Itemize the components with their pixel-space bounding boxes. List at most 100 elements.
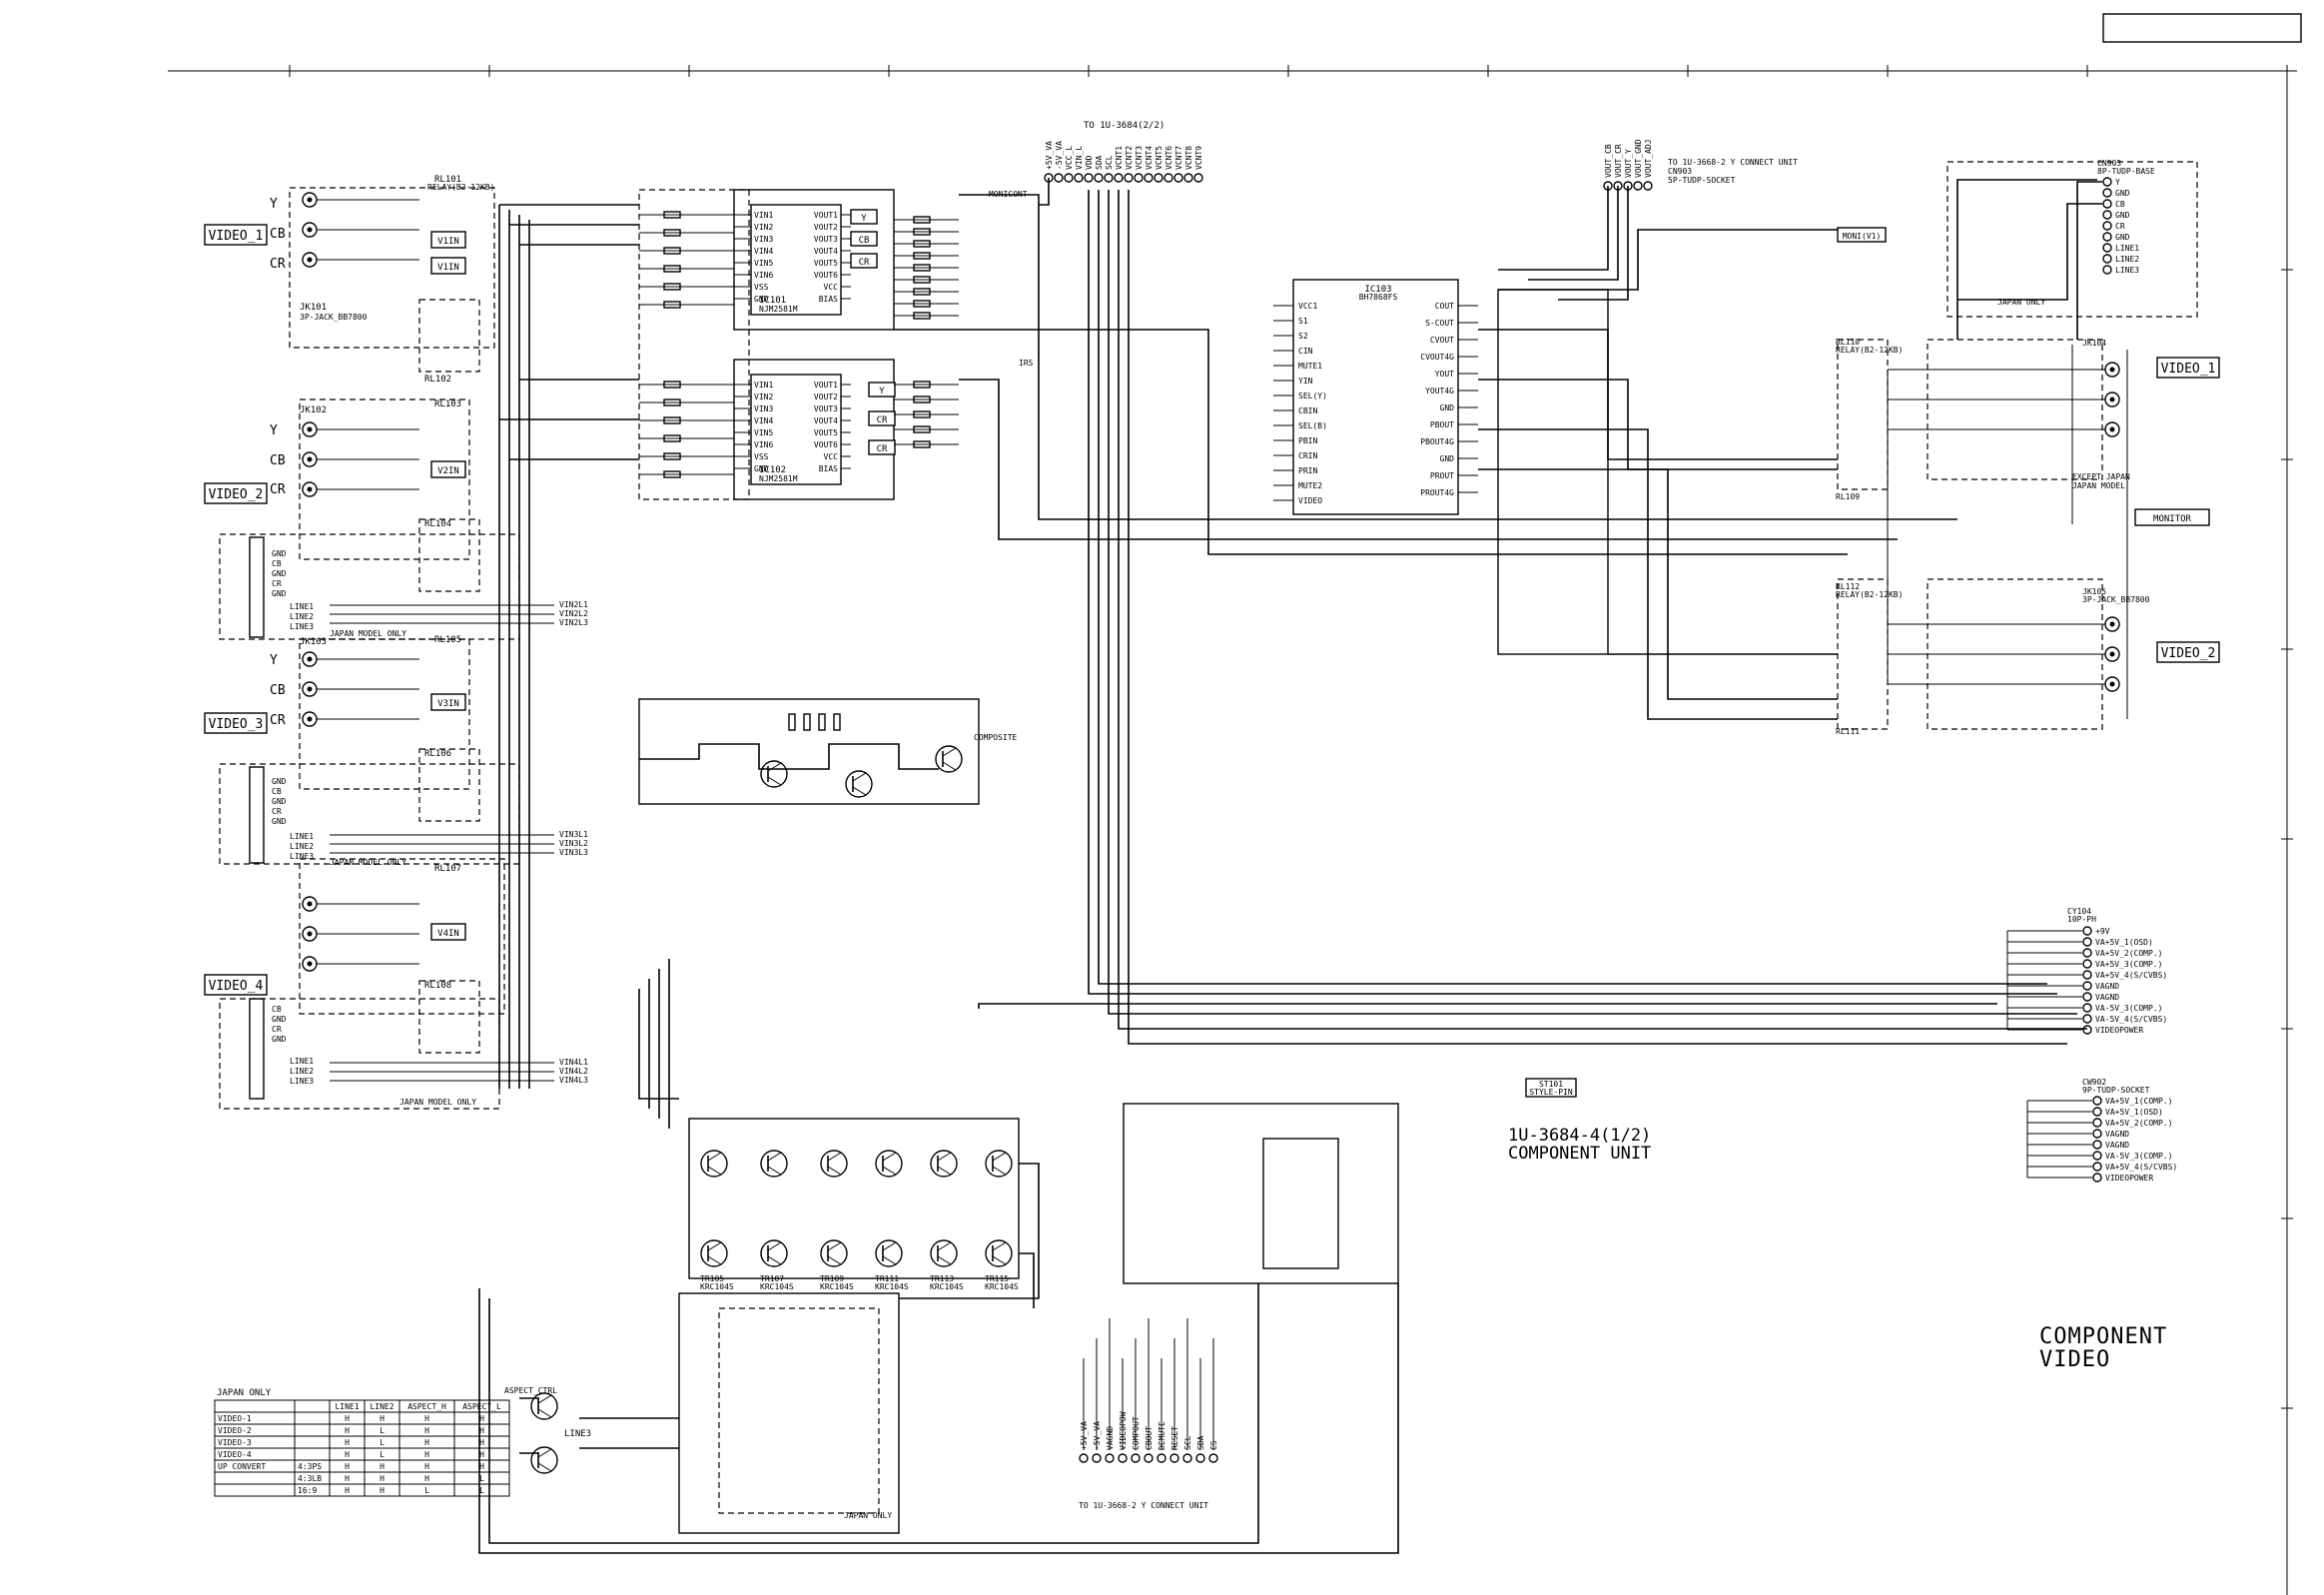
pin-circle — [1079, 1453, 1089, 1463]
collector — [992, 1241, 1007, 1251]
ic-pin-label: VCC — [824, 283, 839, 292]
jack-pin-y: Y — [270, 197, 278, 212]
control-section: JAPAN ONLY LINE3 ASPECT_CTRL TR105KRC104… — [504, 1103, 1399, 1534]
transistor-upper — [820, 1150, 848, 1178]
table-cell — [294, 1399, 331, 1413]
transistor-part: KRC104S — [760, 1282, 794, 1291]
pin-label: VDD — [1085, 155, 1094, 170]
svg-text:GND: GND — [272, 817, 287, 826]
table-cell-text: H — [424, 1414, 429, 1423]
pin-label: VCNT4 — [1145, 146, 1154, 170]
pin-circle — [2082, 1014, 2092, 1024]
collector — [827, 1241, 842, 1251]
svg-text:LINE3: LINE3 — [290, 852, 314, 861]
jack-pin-cb: CB — [270, 453, 286, 468]
svg-text:LINE2: LINE2 — [290, 1067, 314, 1076]
wire-path — [1039, 178, 1050, 206]
svg-text:LINE1: LINE1 — [290, 1057, 314, 1066]
ic-pin-label: VIN3 — [754, 235, 773, 244]
resistor — [913, 264, 931, 272]
rca-jack — [302, 681, 318, 697]
connector-pin: VIDEOPOWER — [2092, 1173, 2153, 1183]
pin-label: LINE1 — [2115, 244, 2139, 253]
pin-label: VIDEOPOWER — [2105, 1174, 2153, 1183]
pin-label: VA-5V_4(S/CVBS) — [2095, 1015, 2167, 1024]
svg-text:RL108: RL108 — [424, 981, 451, 991]
ic-pin-label: MUTE1 — [1298, 362, 1322, 371]
connector-pin: VDD — [1084, 155, 1094, 183]
svg-text:1U-3684-4(1/2): 1U-3684-4(1/2) — [1508, 1126, 1651, 1146]
ic-pin-label: GND — [1440, 454, 1455, 463]
pin-label: VCNT3 — [1135, 146, 1144, 170]
connector-pin: SDA — [1094, 155, 1104, 183]
jack-center-pin — [307, 961, 313, 967]
net-vin2l2: VIN2L2 — [559, 609, 588, 618]
ic-pin-label: COUT — [1435, 302, 1454, 311]
pin-circle — [1193, 173, 1203, 183]
svg-text:RL103: RL103 — [434, 399, 461, 409]
pin-circle — [2082, 959, 2092, 969]
video-input-label-3: VIDEO_3 — [204, 712, 268, 734]
connector-pin: VCNT7 — [1173, 146, 1183, 183]
pin-circle — [2102, 265, 2112, 275]
japan-model-only-note: JAPAN MODEL ONLY — [399, 1098, 476, 1107]
collector — [992, 1152, 1007, 1162]
rca-jack — [302, 651, 318, 667]
rca-jack — [302, 451, 318, 467]
svg-text:IC102: IC102 — [759, 465, 786, 475]
ic-pin-label: VIN6 — [754, 271, 773, 280]
svg-text:COMPONENT: COMPONENT — [2039, 1324, 2167, 1349]
connector-pin: VIDEOPOWER — [2082, 1025, 2143, 1035]
connector-pin: VIN_L — [1074, 146, 1084, 183]
svg-text:GND: GND — [272, 569, 287, 578]
wire-path — [1098, 190, 2047, 985]
rca-jack — [2104, 392, 2120, 407]
rca-jack — [2104, 676, 2120, 692]
resistor — [663, 470, 681, 478]
svg-text:LINE1: LINE1 — [290, 832, 314, 841]
table-cell — [453, 1483, 510, 1497]
connector-pin: VAGND — [2082, 981, 2119, 991]
transistor-body — [935, 745, 963, 773]
resistor — [663, 229, 681, 237]
collector — [882, 1241, 897, 1251]
pin-label: VA+5V_4(S/CVBS) — [2105, 1163, 2177, 1172]
transistor-body — [985, 1150, 1013, 1178]
connector-pin: LINE1 — [2102, 243, 2139, 253]
transistor-sync — [760, 760, 788, 788]
connector-pin: VA+5V_1(OSD) — [2082, 937, 2153, 947]
pin-label: VAGND — [2095, 993, 2119, 1002]
pin-label: VA+5V_2(COMP.) — [2105, 1119, 2172, 1128]
connector-pin: VCNT5 — [1154, 146, 1163, 183]
resistor — [913, 396, 931, 403]
svg-text:10P-PH: 10P-PH — [2067, 915, 2096, 924]
svg-text:CB: CB — [859, 236, 870, 246]
jack-pin-cb: CB — [270, 227, 286, 242]
video-input-label-1: VIDEO_1 — [204, 224, 268, 246]
resistor — [913, 410, 931, 418]
ic-pin-label: S-COUT — [1425, 319, 1454, 328]
connector-pin: VA-5V_3(COMP.) — [2082, 1003, 2162, 1013]
wire-path — [1478, 329, 1838, 460]
connector-pin: VCNT4 — [1144, 146, 1154, 183]
transistor-aspect — [530, 1392, 558, 1420]
resistor — [663, 434, 681, 442]
resistor — [913, 381, 931, 389]
svg-text:ST101: ST101 — [1539, 1080, 1563, 1089]
svg-text:CR: CR — [272, 1025, 282, 1034]
svg-text:CB: CB — [272, 1005, 282, 1014]
cy104-connector: CY104 10P-PH +9VVA+5V_1(OSD)VA+5V_2(COMP… — [2067, 907, 2167, 1035]
signal-tag-y: Y — [850, 209, 878, 225]
ic-pin-label: VIN5 — [754, 259, 773, 268]
pin-label: VA+5V_3(COMP.) — [2095, 960, 2162, 969]
net-vin4l3: VIN4L3 — [559, 1076, 588, 1085]
pin-label: VCNT1 — [1115, 146, 1124, 170]
pin-circle — [1094, 173, 1104, 183]
ic-pin-label: VOUT3 — [814, 404, 838, 413]
resistor — [663, 399, 681, 406]
relay-part: RELAY(B2-12KB) — [1836, 590, 1903, 599]
connector-pin: GND — [2102, 188, 2130, 198]
jack-ref: JK101 — [300, 303, 327, 313]
